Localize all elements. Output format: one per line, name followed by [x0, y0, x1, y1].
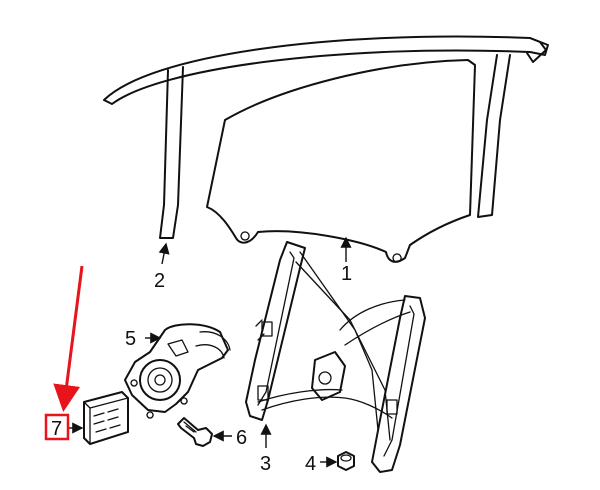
glass-run-channel — [103, 35, 549, 239]
callout-1: 1 — [341, 263, 352, 285]
control-module — [83, 391, 129, 445]
callout-3: 3 — [260, 453, 271, 475]
window-regulator — [245, 241, 426, 473]
window-glass — [206, 59, 476, 263]
leader-2 — [158, 242, 170, 265]
highlight-box — [44, 413, 70, 441]
callout-7: 7 — [51, 418, 62, 440]
callout-6: 6 — [236, 427, 247, 449]
callout-2: 2 — [154, 270, 165, 292]
nut — [337, 451, 355, 471]
callout-5: 5 — [125, 328, 136, 350]
bolt — [177, 417, 213, 447]
highlight-arrow — [53, 265, 84, 412]
window-motor — [124, 323, 231, 419]
callout-4: 4 — [305, 453, 316, 475]
